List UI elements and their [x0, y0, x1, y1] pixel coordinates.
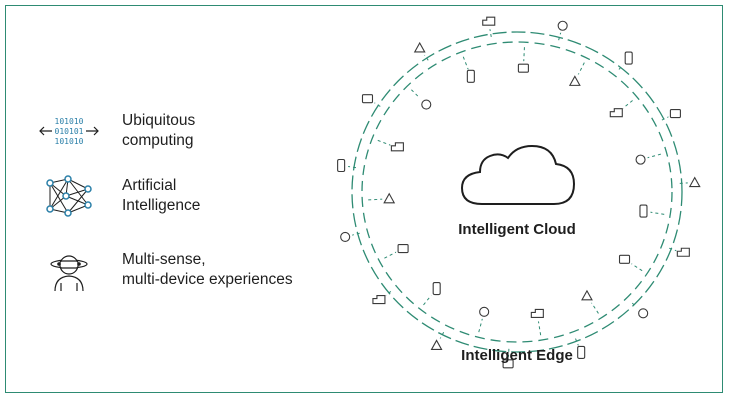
intelligent-edge-label: Intelligent Edge — [461, 347, 573, 364]
binary-line-3: 101010 — [55, 137, 84, 146]
edge-rings — [351, 31, 683, 353]
factory-icon — [422, 281, 444, 306]
pen-icon — [410, 88, 434, 112]
legend-line: Multi-sense, — [122, 251, 206, 268]
laptop-icon — [676, 175, 702, 190]
intelligent-cloud-label: Intelligent Cloud — [458, 221, 576, 238]
legend-line: Artificial — [122, 177, 177, 194]
legend-text-ubiquitous-computing: Ubiquitous computing — [122, 111, 195, 151]
ar-scan-icon — [574, 336, 589, 360]
mail-icon — [567, 61, 586, 89]
car-icon — [636, 204, 666, 219]
server-icon — [376, 139, 405, 155]
legend-line: Intelligence — [122, 197, 201, 214]
eye-icon — [579, 288, 600, 315]
heart-icon — [555, 18, 570, 43]
legend-item-ubiquitous-computing: 101010 010101 101010 Ubiquitous computin… — [38, 105, 195, 157]
lock-icon — [481, 15, 496, 40]
binary-line-2: 010101 — [55, 127, 84, 136]
phone-icon — [412, 40, 430, 63]
truck-icon — [609, 99, 634, 121]
lightbulb-icon — [429, 330, 446, 353]
plane-icon — [477, 304, 492, 334]
outer-frame — [5, 5, 723, 393]
person-frame-icon — [617, 51, 636, 72]
drone-icon — [617, 252, 644, 272]
window-icon — [666, 246, 691, 261]
vr-headset-icon — [630, 300, 651, 321]
binary-arrows-icon: 101010 010101 101010 — [38, 105, 100, 157]
legend-line: Ubiquitous — [122, 112, 196, 129]
ring-1 — [361, 41, 673, 343]
legend-line: multi-device experiences — [122, 271, 293, 288]
robot-arm-icon — [371, 289, 394, 308]
ring-2 — [351, 31, 683, 353]
edge-device-icons — [334, 15, 702, 371]
legend-line: computing — [122, 132, 194, 149]
legend-item-multi-sense: Multi-sense, multi-device experiences — [38, 244, 293, 296]
clipboard-icon — [516, 46, 531, 76]
binary-line-1: 101010 — [55, 117, 84, 126]
legend-text-multi-sense: Multi-sense, multi-device experiences — [122, 250, 293, 290]
neural-network-icon — [38, 170, 100, 222]
touch-icon — [501, 346, 516, 371]
camera-icon — [659, 106, 683, 122]
vr-headset-person-icon — [38, 244, 100, 296]
legend-item-artificial-intelligence: Artificial Intelligence — [38, 170, 200, 222]
cart-icon — [338, 229, 363, 244]
cloud-icon — [460, 144, 576, 205]
tower-icon — [633, 152, 662, 167]
legend-text-artificial-intelligence: Artificial Intelligence — [122, 176, 200, 216]
gamepad-icon — [383, 241, 411, 260]
person-search-icon — [360, 91, 383, 109]
battery-icon — [530, 307, 545, 337]
translate-icon — [334, 158, 359, 173]
document-icon — [367, 191, 397, 206]
tablet-icon — [462, 55, 478, 84]
